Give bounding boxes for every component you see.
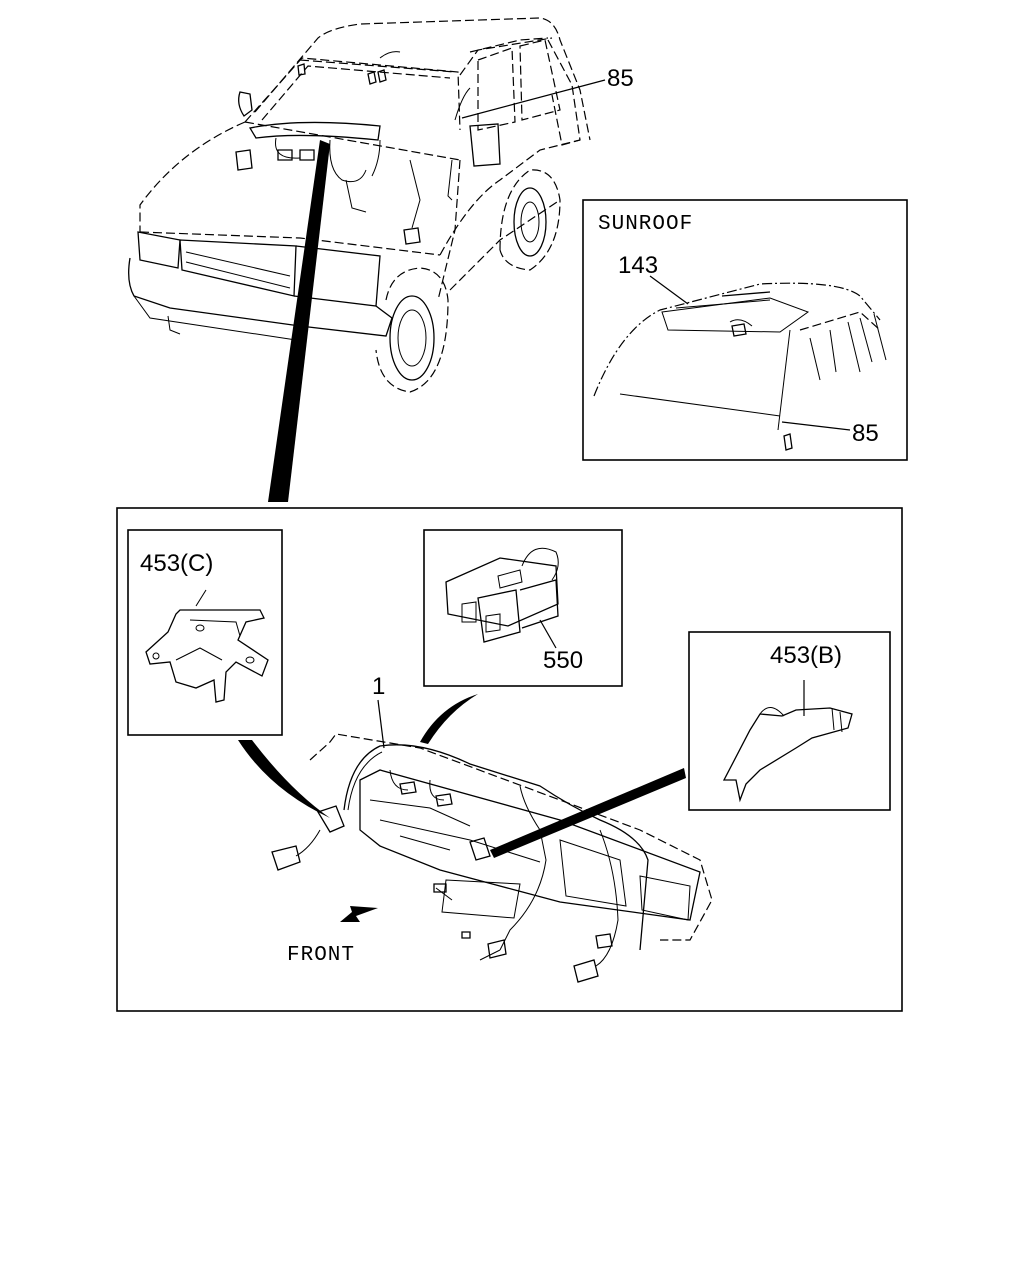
- instrument-panel-harness-illustration: [271, 733, 713, 983]
- label-143: 143: [618, 252, 658, 279]
- callout-wedge-453b: [490, 768, 686, 858]
- label-550: 550: [543, 647, 583, 674]
- leader-85-vehicle: [461, 79, 606, 119]
- label-453c: 453(C): [140, 550, 213, 577]
- callout-wedge-550: [420, 694, 478, 744]
- front-arrow-icon: [340, 906, 378, 922]
- leader-1: [377, 699, 385, 749]
- vehicle-illustration: [128, 17, 591, 393]
- sunroof-title: SUNROOF: [598, 213, 693, 236]
- connector-550-illustration: [445, 547, 559, 649]
- bracket-b-illustration: [722, 680, 853, 803]
- bracket-c-box: [127, 529, 283, 736]
- leader-143: [649, 275, 689, 305]
- label-85-vehicle: 85: [607, 65, 634, 92]
- label-453b: 453(B): [770, 642, 842, 669]
- callout-wedge-main: [268, 140, 330, 502]
- connector-550-box: [423, 529, 623, 687]
- label-85-sunroof: 85: [852, 420, 879, 447]
- callout-wedge-453c: [238, 740, 330, 818]
- bracket-b-box: [688, 631, 891, 811]
- sunroof-illustration: [593, 282, 887, 451]
- label-1: 1: [372, 673, 385, 700]
- leader-85-sunroof: [781, 421, 851, 431]
- label-front: FRONT: [287, 944, 355, 967]
- bracket-c-illustration: [145, 589, 269, 703]
